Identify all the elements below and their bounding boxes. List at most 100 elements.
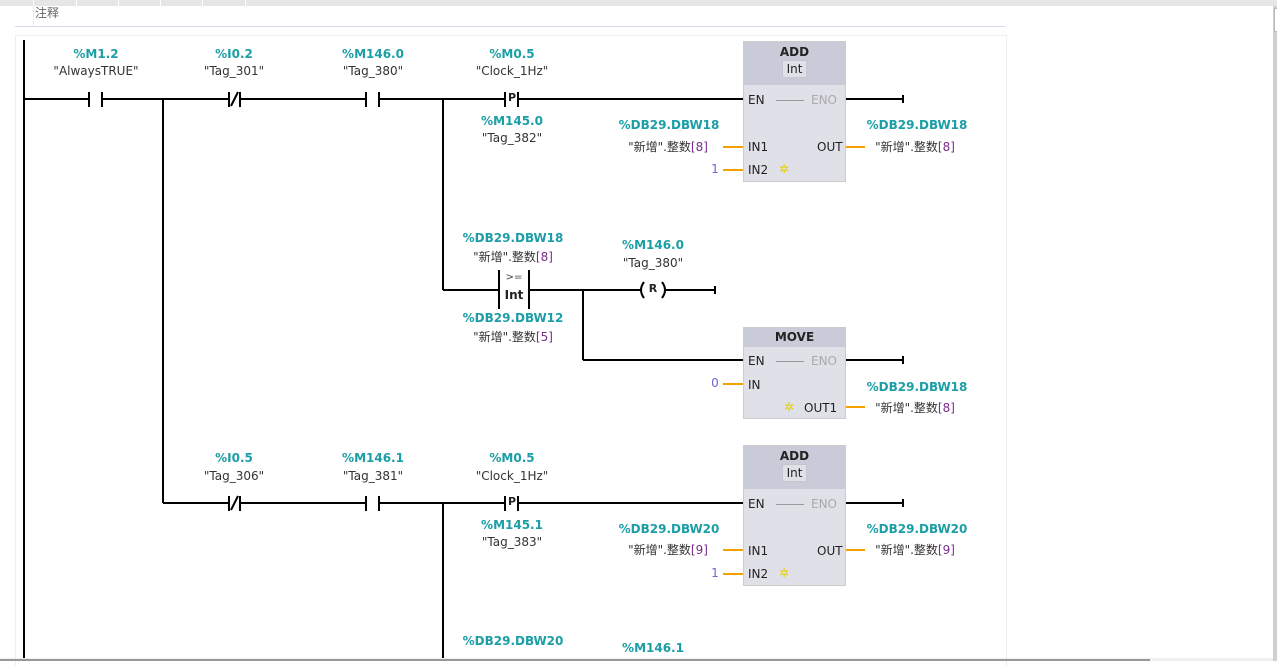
coil-address[interactable]: %M146.0	[622, 238, 684, 252]
pin-in1: IN1	[748, 544, 769, 558]
reset-coil-left-arc	[640, 281, 645, 299]
symbol-text: "新增".整数	[875, 401, 938, 415]
symbol-text: "新增".整数	[473, 330, 536, 344]
compare-bottom-address[interactable]: %DB29.DBW12	[462, 311, 564, 325]
out-address[interactable]: %DB29.DBW18	[866, 380, 968, 394]
ptrig-label: P	[507, 91, 517, 104]
pin-in2: IN2	[748, 163, 769, 177]
contact-symbol[interactable]: "Tag_380"	[342, 64, 404, 78]
in1-symbol[interactable]: "新增".整数[8]	[628, 138, 708, 155]
compare-operator: >=	[505, 272, 523, 283]
comment-gutter	[33, 6, 34, 26]
pin-in1: IN1	[748, 140, 769, 154]
ptrig-edge-address[interactable]: %M145.0	[481, 114, 543, 128]
out-symbol[interactable]: "新增".整数[8]	[875, 138, 955, 155]
symbol-text: "新增".整数	[875, 543, 938, 557]
box-title: ADD	[779, 45, 810, 59]
out-symbol[interactable]: "新增".整数[9]	[875, 541, 955, 558]
contact-symbol[interactable]: "Tag_301"	[203, 64, 265, 78]
reset-coil-label[interactable]: R	[648, 282, 658, 295]
tab-divider	[118, 0, 119, 6]
out-symbol[interactable]: "新增".整数[8]	[875, 399, 955, 416]
symbol-index: [8]	[690, 140, 708, 154]
compare-type[interactable]: Int	[504, 288, 524, 302]
pin-out1: OUT1	[804, 401, 838, 415]
contact-address[interactable]: %M146.1	[342, 451, 404, 465]
out-address[interactable]: %DB29.DBW20	[866, 522, 968, 536]
ptrig-edge-symbol[interactable]: "Tag_382"	[481, 131, 543, 145]
tab-divider	[76, 0, 77, 6]
compare-top-address[interactable]: %DB29.DBW20	[462, 634, 564, 648]
tab-divider	[160, 0, 161, 6]
symbol-text: "新增".整数	[628, 140, 691, 154]
tab-divider	[245, 0, 246, 6]
symbol-index: [8]	[535, 250, 553, 264]
reset-coil-right-arc	[661, 281, 666, 299]
en-eno-line	[776, 361, 804, 362]
move-instruction-box[interactable]: MOVE EN ENO IN ✲ OUT1	[743, 327, 846, 419]
in2-constant[interactable]: 1	[711, 566, 719, 580]
contact-symbol[interactable]: "Tag_381"	[342, 469, 404, 483]
contact-address[interactable]: %I0.2	[215, 47, 253, 61]
symbol-text: "新增".整数	[628, 543, 691, 557]
coil-address[interactable]: %M146.1	[622, 641, 684, 655]
network-comment[interactable]: 注释	[35, 6, 60, 20]
pin-eno: ENO	[811, 93, 838, 107]
vertical-scrollbar[interactable]	[1273, 6, 1277, 661]
in1-symbol[interactable]: "新增".整数[9]	[628, 541, 708, 558]
contact-symbol[interactable]: "AlwaysTRUE"	[53, 64, 139, 78]
box-type[interactable]: Int	[781, 60, 808, 78]
pin-eno: ENO	[811, 354, 838, 368]
pin-in2: IN2	[748, 567, 769, 581]
out-address[interactable]: %DB29.DBW18	[866, 118, 968, 132]
network-frame	[15, 35, 1007, 666]
ptrig-symbol[interactable]: "Clock_1Hz"	[475, 64, 549, 78]
symbol-index: [9]	[690, 543, 708, 557]
en-eno-line	[776, 100, 804, 101]
add-instruction-box[interactable]: ADD Int EN ENO IN1 IN2 ✲ OUT	[743, 41, 846, 182]
add-output-star-icon[interactable]: ✲	[784, 400, 795, 414]
ptrig-edge-symbol[interactable]: "Tag_383"	[481, 535, 543, 549]
contact-nc-i05-slash	[230, 495, 239, 511]
tab-divider	[202, 0, 203, 6]
contact-address[interactable]: %M146.0	[342, 47, 404, 61]
pin-en: EN	[748, 354, 765, 368]
add-input-star-icon[interactable]: ✲	[779, 162, 790, 176]
contact-symbol[interactable]: "Tag_306"	[203, 469, 265, 483]
compare-bottom-symbol[interactable]: "新增".整数[5]	[473, 328, 553, 345]
move-in-constant[interactable]: 0	[711, 376, 719, 390]
box-type[interactable]: Int	[781, 464, 808, 482]
contact-nc-i02-slash	[230, 91, 239, 107]
ptrig-label: P	[507, 495, 517, 508]
horizontal-scrollbar[interactable]	[0, 659, 1150, 661]
add-instruction-box[interactable]: ADD Int EN ENO IN1 IN2 ✲ OUT	[743, 445, 846, 586]
pin-eno: ENO	[811, 497, 838, 511]
coil-symbol[interactable]: "Tag_380"	[622, 256, 684, 270]
ptrig-address[interactable]: %M0.5	[489, 47, 535, 61]
box-title: ADD	[779, 449, 810, 463]
contact-address[interactable]: %I0.5	[215, 451, 253, 465]
tab-divider	[33, 0, 34, 6]
symbol-text: "新增".整数	[875, 140, 938, 154]
ptrig-edge-address[interactable]: %M145.1	[481, 518, 543, 532]
box-title: MOVE	[744, 328, 845, 347]
symbol-index: [8]	[937, 401, 955, 415]
in1-address[interactable]: %DB29.DBW18	[618, 118, 720, 132]
pin-out: OUT	[817, 140, 843, 154]
en-eno-line	[776, 504, 804, 505]
vertical-scrollbar-thumb[interactable]	[1274, 8, 1277, 32]
ptrig-symbol[interactable]: "Clock_1Hz"	[475, 469, 549, 483]
add-input-star-icon[interactable]: ✲	[779, 566, 790, 580]
comment-divider	[15, 26, 1005, 27]
contact-address[interactable]: %M1.2	[73, 47, 119, 61]
compare-top-address[interactable]: %DB29.DBW18	[462, 231, 564, 245]
pin-out: OUT	[817, 544, 843, 558]
in2-constant[interactable]: 1	[711, 162, 719, 176]
compare-top-symbol[interactable]: "新增".整数[8]	[473, 248, 553, 265]
symbol-text: "新增".整数	[473, 250, 536, 264]
pin-en: EN	[748, 497, 765, 511]
ptrig-address[interactable]: %M0.5	[489, 451, 535, 465]
pin-en: EN	[748, 93, 765, 107]
in1-address[interactable]: %DB29.DBW20	[618, 522, 720, 536]
